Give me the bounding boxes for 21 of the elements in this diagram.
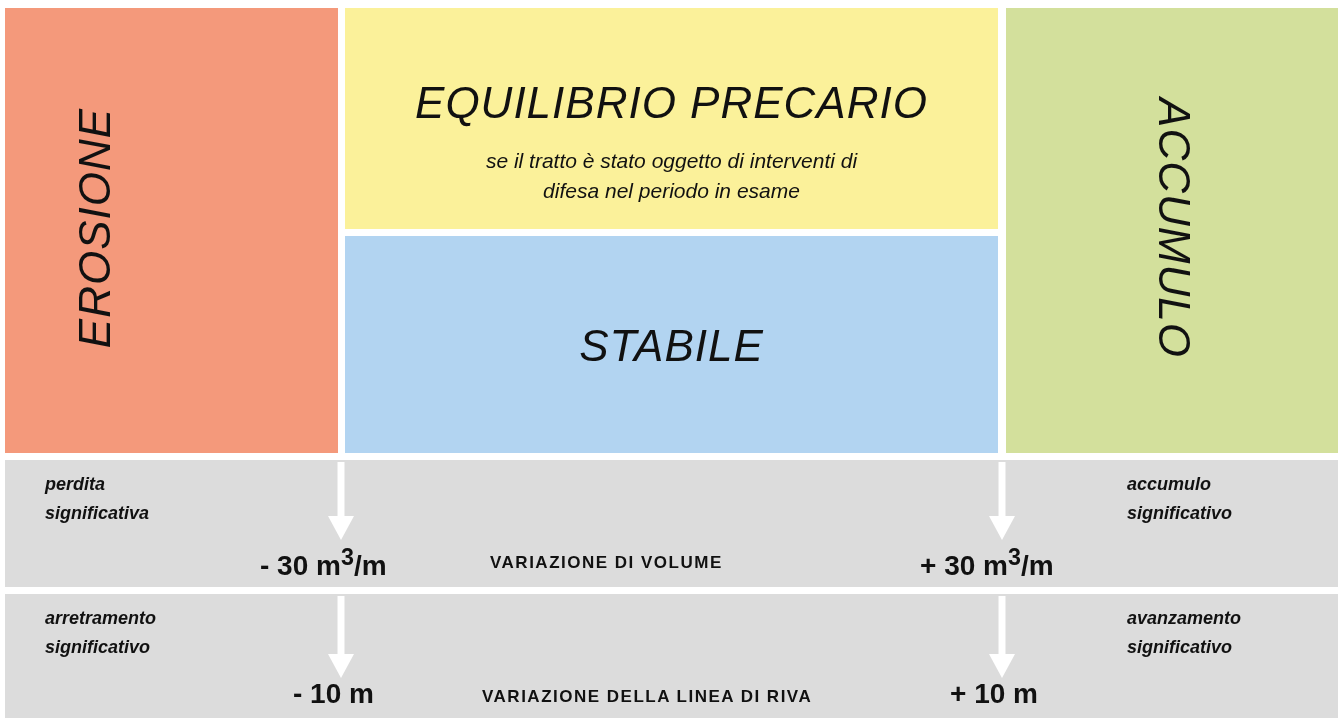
threshold-note: avanzamento significativo bbox=[1127, 607, 1243, 659]
axis-caption: VARIAZIONE DELLA LINEA DI RIVA bbox=[482, 687, 813, 707]
threshold-note: accumulo significativo bbox=[1127, 473, 1234, 525]
erosion-panel bbox=[5, 8, 338, 453]
precarious-panel bbox=[345, 8, 998, 229]
panel-title: ACCUMULO bbox=[1149, 95, 1199, 360]
threshold-note: perdita significativa bbox=[45, 473, 151, 525]
volume-band bbox=[5, 460, 1338, 587]
shoreline-band bbox=[5, 594, 1338, 718]
threshold-value: + 10 m bbox=[950, 678, 1038, 710]
panel-title: EROSIONE bbox=[70, 106, 120, 351]
accumulation-panel bbox=[1006, 8, 1338, 453]
panel-title: EQUILIBRIO PRECARIO bbox=[414, 78, 929, 128]
threshold-value: - 30 m$^{3}$/m bbox=[260, 544, 387, 583]
panel-note: se il tratto è stato oggetto di interventi di difesa nel periodo in esame bbox=[484, 148, 859, 204]
threshold-value: + 30 m$^{3}$/m bbox=[920, 544, 1054, 583]
threshold-value: - 10 m bbox=[293, 678, 374, 710]
threshold-note: arretramento significativo bbox=[45, 607, 158, 659]
panel-title: STABILE bbox=[578, 321, 765, 371]
axis-caption: VARIAZIONE DI VOLUME bbox=[490, 553, 723, 573]
stable-panel bbox=[345, 236, 998, 453]
